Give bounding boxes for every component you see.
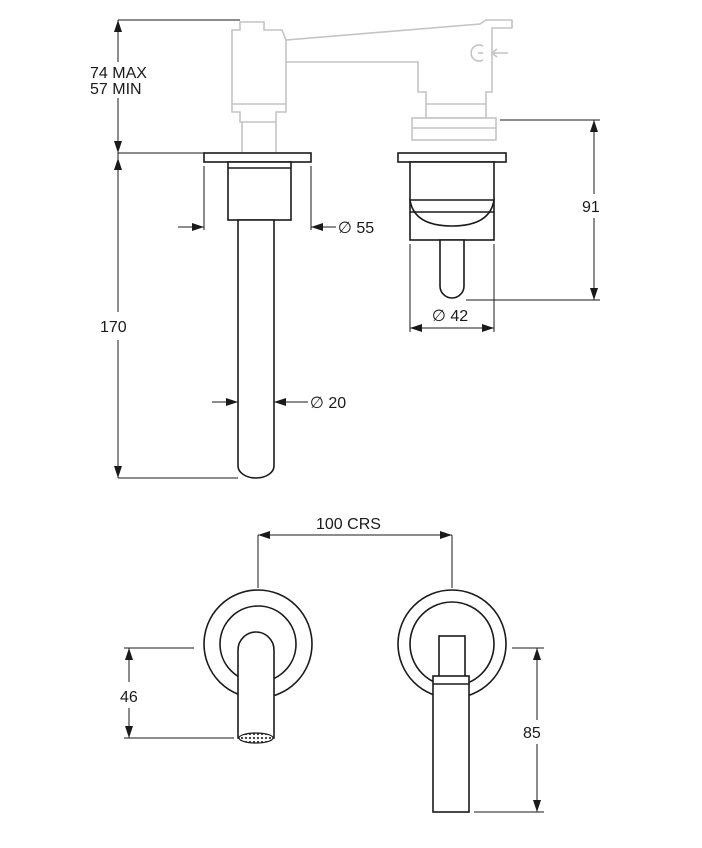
spout-drop-label: 46 [120,689,138,706]
side-view-spout [203,19,513,479]
mixer-bonnet-ghost [411,117,497,141]
spout-drop-dimension: 46 [120,647,234,739]
spout-length-dimension: 170 [100,152,238,479]
spout-front-tube [237,631,275,739]
aerator-icon [238,732,274,744]
centres-label: 100 CRS [316,516,381,533]
ghost-valve-body [231,19,513,152]
flange-diameter-dimension: ∅ 55 [178,166,374,237]
mixer-height-label: 91 [582,199,600,216]
side-view-mixer [397,117,507,299]
spout-collar [227,161,292,221]
front-view-mixer [397,589,507,813]
spindle-dimension: 74 MAX 57 MIN [90,19,240,153]
spout-flange [203,152,312,163]
front-view-spout [203,589,313,744]
spout-diameter-label: ∅ 20 [310,395,346,412]
spout-tube [237,219,275,479]
centres-dimension: 100 CRS [257,516,453,588]
mixer-lever-stub [439,239,465,299]
mixer-diameter-label: ∅ 42 [432,308,468,325]
spout-length-label: 170 [100,319,127,336]
lever-drop-dimension: 85 [474,647,544,813]
spout-diameter-dimension: ∅ 20 [212,395,346,412]
mixer-flange [397,152,507,163]
cold-indicator-icon [470,44,508,62]
mixer-height-dimension: 91 [466,119,600,301]
lever-handle [432,675,470,813]
mixer-body [409,161,495,241]
flange-diameter-label: ∅ 55 [338,220,374,237]
lever-drop-label: 85 [523,725,541,742]
lever-neck [438,635,466,679]
mixer-diameter-dimension: ∅ 42 [409,244,495,332]
spindle-max-label: 74 MAX [90,65,147,82]
spindle-min-label: 57 MIN [90,81,142,98]
